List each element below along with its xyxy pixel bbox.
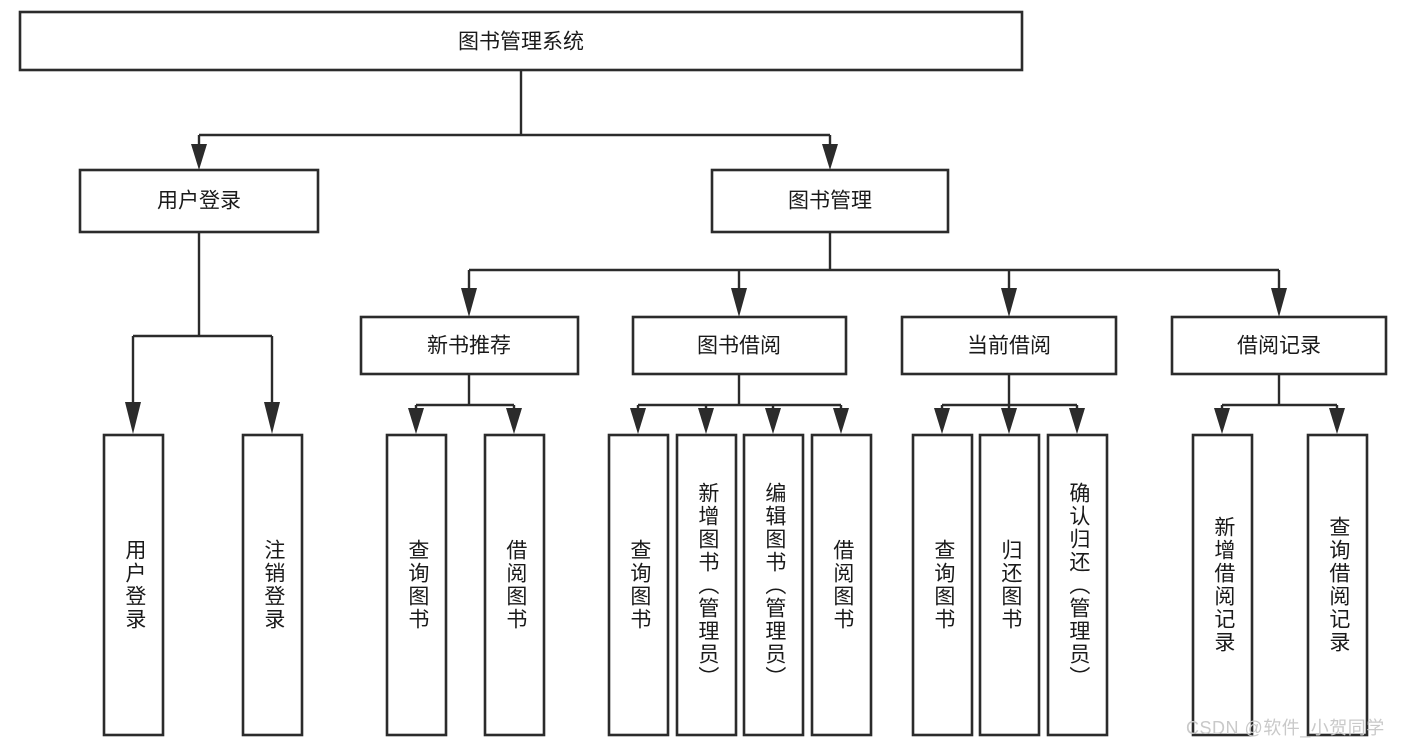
node-book-manage-label: 图书管理: [788, 190, 872, 213]
node-current-borrow-box[interactable]: [900, 315, 1118, 376]
arrow-head-borrow-record: [1271, 288, 1287, 317]
leaf-box-add-record[interactable]: [1191, 433, 1254, 737]
arrow-head-leaf-edit-book: [765, 408, 781, 434]
connector-group: [125, 70, 1345, 434]
arrow-head-leaf-borrow-book-2: [833, 408, 849, 434]
arrow-head-leaf-add-record: [1214, 408, 1230, 434]
node-current-borrow[interactable]: 当前借阅: [900, 315, 1118, 376]
node-new-book-rec[interactable]: 新书推荐: [359, 315, 580, 376]
arrow-head-leaf-user-login: [125, 402, 141, 434]
leaf-box-add-book[interactable]: [675, 433, 738, 737]
node-root-box[interactable]: [18, 10, 1024, 72]
node-borrow-record-label: 借阅记录: [1237, 335, 1321, 358]
arrow-head-leaf-query-record: [1329, 408, 1345, 434]
leaf-box-user-logout[interactable]: [241, 433, 304, 737]
leaf-box-query-record[interactable]: [1306, 433, 1369, 737]
leaf-box-query-book-3[interactable]: [911, 433, 974, 737]
arrow-head-leaf-add-book: [698, 408, 714, 434]
leaf-box-user-login[interactable]: [102, 433, 165, 737]
node-root-label: 图书管理系统: [458, 31, 584, 54]
leaf-box-group: [102, 433, 1369, 737]
leaf-box-query-book-2[interactable]: [607, 433, 670, 737]
arrow-head-user-login: [191, 144, 207, 170]
arrow-head-leaf-query-book-3: [934, 408, 950, 434]
node-user-login-label: 用户登录: [157, 190, 241, 213]
leaf-box-confirm-return[interactable]: [1046, 433, 1109, 737]
leaf-box-return-book[interactable]: [978, 433, 1041, 737]
arrow-head-book-borrow: [731, 288, 747, 317]
leaf-box-borrow-book-2[interactable]: [810, 433, 873, 737]
leaf-box-borrow-book-1[interactable]: [483, 433, 546, 737]
arrow-head-new-book-rec: [461, 288, 477, 317]
arrow-head-leaf-user-logout: [264, 402, 280, 434]
node-user-login[interactable]: 用户登录: [78, 168, 320, 234]
arrow-head-book-manage: [822, 144, 838, 170]
arrow-head-current-borrow: [1001, 288, 1017, 317]
csdn-watermark: CSDN @软件_小贺同学: [1186, 718, 1385, 738]
node-book-borrow[interactable]: 图书借阅: [631, 315, 848, 376]
node-borrow-record-box[interactable]: [1170, 315, 1388, 376]
node-book-borrow-box[interactable]: [631, 315, 848, 376]
node-new-book-rec-box[interactable]: [359, 315, 580, 376]
node-book-borrow-label: 图书借阅: [697, 335, 781, 358]
node-current-borrow-label: 当前借阅: [967, 335, 1051, 358]
node-book-manage[interactable]: 图书管理: [710, 168, 950, 234]
leaf-box-query-book-1[interactable]: [385, 433, 448, 737]
arrow-head-leaf-confirm-return: [1069, 408, 1085, 434]
node-root[interactable]: 图书管理系统: [18, 10, 1024, 72]
node-book-manage-box[interactable]: [710, 168, 950, 234]
arrow-head-leaf-borrow-book-1: [506, 408, 522, 434]
node-borrow-record[interactable]: 借阅记录: [1170, 315, 1388, 376]
arrow-head-leaf-return-book: [1001, 408, 1017, 434]
leaf-box-edit-book[interactable]: [742, 433, 805, 737]
arrow-head-leaf-query-book-2: [630, 408, 646, 434]
node-new-book-rec-label: 新书推荐: [427, 335, 511, 358]
node-user-login-box[interactable]: [78, 168, 320, 234]
arrow-head-leaf-query-book-1: [408, 408, 424, 434]
